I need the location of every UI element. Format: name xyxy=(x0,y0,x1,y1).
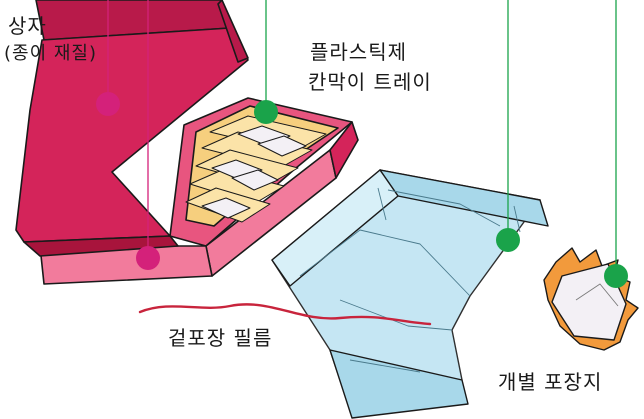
outer-film-illustration xyxy=(271,169,549,419)
label-tray-line2: 칸막이 트레이 xyxy=(308,70,432,94)
label-tray-line1: 플라스틱제 xyxy=(310,40,407,64)
label-outer-film: 겉포장 필름 xyxy=(168,326,273,350)
tear-strip-string xyxy=(138,303,432,326)
marker-box-base xyxy=(136,246,160,270)
marker-outer-film xyxy=(496,228,520,252)
label-individual-wrapper: 개별 포장지 xyxy=(498,370,603,394)
marker-box-lid xyxy=(96,92,120,116)
marker-individual-wrapper xyxy=(604,264,628,288)
leader-lines xyxy=(107,0,617,276)
box-illustration xyxy=(15,0,359,285)
label-box: 상자 xyxy=(8,14,47,38)
label-box-material: (종이 재질) xyxy=(4,43,98,64)
marker-tray xyxy=(254,100,278,124)
individual-wrapper-illustration xyxy=(543,247,639,351)
